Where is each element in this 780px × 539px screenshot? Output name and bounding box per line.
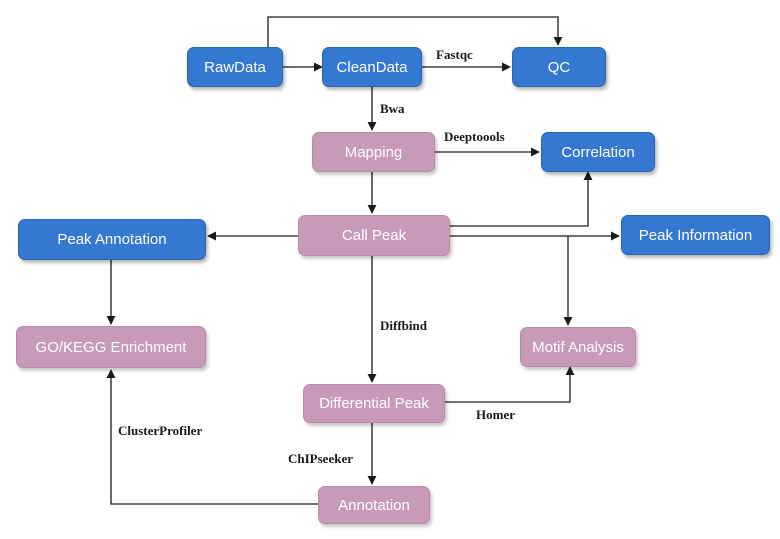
edge-label-bwa: Bwa xyxy=(380,101,405,116)
edge-label-clusterprofiler: ClusterProfiler xyxy=(118,423,203,438)
node-peak-information: Peak Information xyxy=(621,215,770,255)
edge-label-deeptoools: Deeptoools xyxy=(444,129,505,144)
node-go-kegg-enrichment: GO/KEGG Enrichment xyxy=(16,326,206,368)
node-callpeak: Call Peak xyxy=(298,215,450,256)
node-mapping: Mapping xyxy=(312,132,435,172)
node-qc: QC xyxy=(512,47,606,87)
edge-differentialpeak-motif xyxy=(445,366,575,403)
edge-callpeak-correlation xyxy=(450,171,593,227)
node-motif-analysis: Motif Analysis xyxy=(520,327,636,367)
edge-rawdata-qc-loop xyxy=(267,16,563,47)
edge-annotation-gokegg xyxy=(106,369,318,505)
node-rawdata: RawData xyxy=(187,47,283,87)
node-correlation: Correlation xyxy=(541,132,655,172)
edge-label-chipseeker: ChIPseeker xyxy=(288,451,353,466)
edge-label-homer: Homer xyxy=(476,407,515,422)
edge-label-fastqc: Fastqc xyxy=(436,47,473,62)
node-annotation: Annotation xyxy=(318,486,430,524)
node-cleandata: CleanData xyxy=(322,47,422,87)
node-differential-peak: Differential Peak xyxy=(303,384,445,423)
node-peak-annotation: Peak Annotation xyxy=(18,219,206,260)
edge-label-diffbind: Diffbind xyxy=(380,318,427,333)
